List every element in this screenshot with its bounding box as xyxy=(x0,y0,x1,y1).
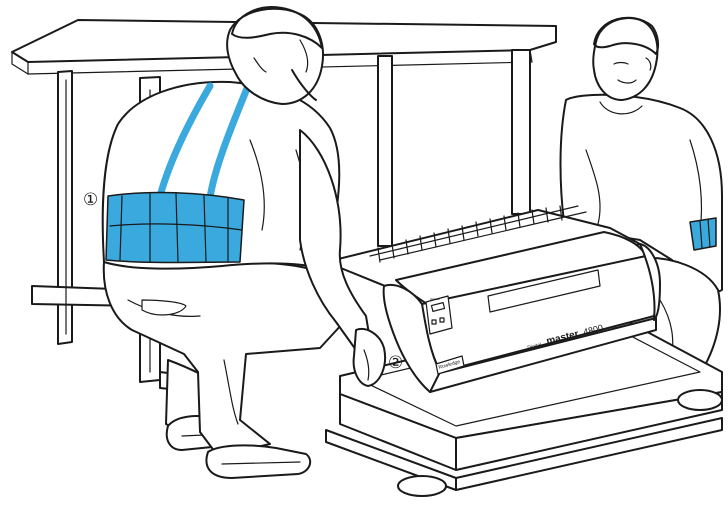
panel-label: OnLine xyxy=(430,297,440,301)
printer-control-panel xyxy=(426,296,452,334)
panel-button-1[interactable] xyxy=(432,320,436,324)
callout-1: ① xyxy=(83,190,98,210)
man-right-back-belt xyxy=(690,218,716,250)
table-leg-far-right xyxy=(512,50,530,214)
panel-button-2[interactable] xyxy=(440,318,444,322)
table-leg-right xyxy=(378,56,392,246)
man-left-hand xyxy=(354,329,385,386)
pallet-foot-front xyxy=(398,476,446,496)
pallet-foot-right xyxy=(678,390,722,410)
callout-2: ② xyxy=(388,353,403,373)
